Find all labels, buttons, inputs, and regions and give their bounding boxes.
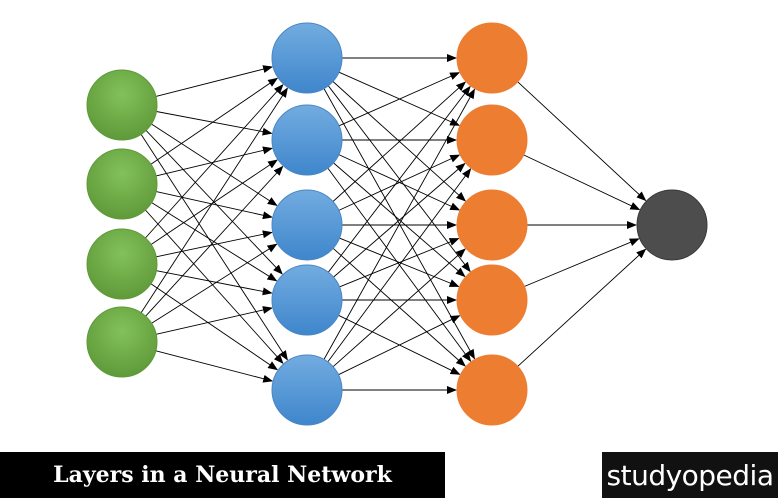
connection-arrow-input-4-to-hidden-1-4 [156,306,273,335]
hidden-1-node-1 [271,22,343,94]
connection-arrow-input-1-to-hidden-1-2 [156,111,273,136]
hidden-2-node-5 [456,354,528,426]
connection-arrow-input-4-to-hidden-1-1 [140,87,288,313]
connection-arrow-hidden-1-3-to-hidden-2-5 [332,247,466,367]
brand-logo: studyopedia [602,452,778,498]
hidden-2-node-3 [456,189,528,261]
connection-arrow-input-3-to-hidden-1-3 [156,230,273,258]
hidden-2-node-1 [456,22,528,94]
caption-bar: Layers in a Neural Network [0,452,445,498]
brand-wordmark: studyopedia [606,458,775,492]
neural-network-diagram [86,22,708,426]
connection-arrow-hidden-1-4-to-hidden-2-2 [333,162,466,278]
connection-arrow-input-3-to-hidden-1-4 [156,270,273,296]
connection-arrow-hidden-2-5-to-output-1 [517,248,647,367]
hidden-1-node-5 [271,354,343,426]
connection-arrow-input-2-to-hidden-1-3 [156,191,273,220]
connection-arrow-input-1-to-hidden-1-3 [151,123,278,206]
connection-arrow-hidden-1-2-to-hidden-2-5 [327,167,472,362]
connection-arrow-hidden-1-5-to-hidden-2-3 [332,248,466,368]
connection-arrow-input-1-to-hidden-1-5 [140,134,288,361]
hidden-1-node-4 [271,264,343,336]
hidden-1-node-2 [271,104,343,176]
hidden-2-node-4 [456,264,528,336]
connection-arrow-hidden-1-2-to-hidden-2-1 [338,72,461,127]
connection-arrow-hidden-1-3-to-hidden-2-1 [332,81,467,202]
connection-arrow-hidden-1-4-to-hidden-2-1 [327,85,471,273]
connection-arrow-input-4-to-hidden-1-3 [151,243,278,324]
input-node-4 [86,306,158,378]
hidden-2-node-2 [456,104,528,176]
connection-arrow-input-3-to-hidden-1-2 [150,159,278,245]
input-node-3 [86,228,158,300]
diagram-caption: Layers in a Neural Network [53,462,392,488]
connection-arrow-input-3-to-hidden-1-5 [150,283,279,371]
connection-arrow-input-1-to-hidden-1-1 [155,65,274,97]
connection-arrow-hidden-1-5-to-hidden-2-4 [338,315,461,376]
connection-arrow-input-4-to-hidden-1-2 [145,165,284,317]
connection-arrow-hidden-1-4-to-hidden-2-3 [339,238,460,288]
connection-arrow-hidden-2-1-to-output-1 [517,81,647,202]
output-node-1 [636,189,708,261]
connection-arrow-hidden-1-5-to-hidden-2-1 [323,88,475,360]
connection-arrow-input-4-to-hidden-1-5 [155,350,274,383]
connection-arrow-hidden-2-2-to-output-1 [523,154,641,211]
connection-arrow-hidden-2-4-to-output-1 [524,238,640,287]
connection-arrow-input-3-to-hidden-1-1 [145,84,284,239]
connection-arrow-hidden-1-3-to-hidden-2-2 [338,154,461,211]
connection-arrow-hidden-1-1-to-hidden-2-4 [327,85,471,273]
connection-arrow-input-2-to-hidden-1-1 [150,77,279,165]
connection-arrow-input-2-to-hidden-1-5 [145,209,284,364]
input-node-2 [86,148,158,220]
input-node-1 [86,69,158,141]
hidden-1-node-3 [271,189,343,261]
connection-arrow-hidden-1-5-to-hidden-2-2 [327,168,472,363]
